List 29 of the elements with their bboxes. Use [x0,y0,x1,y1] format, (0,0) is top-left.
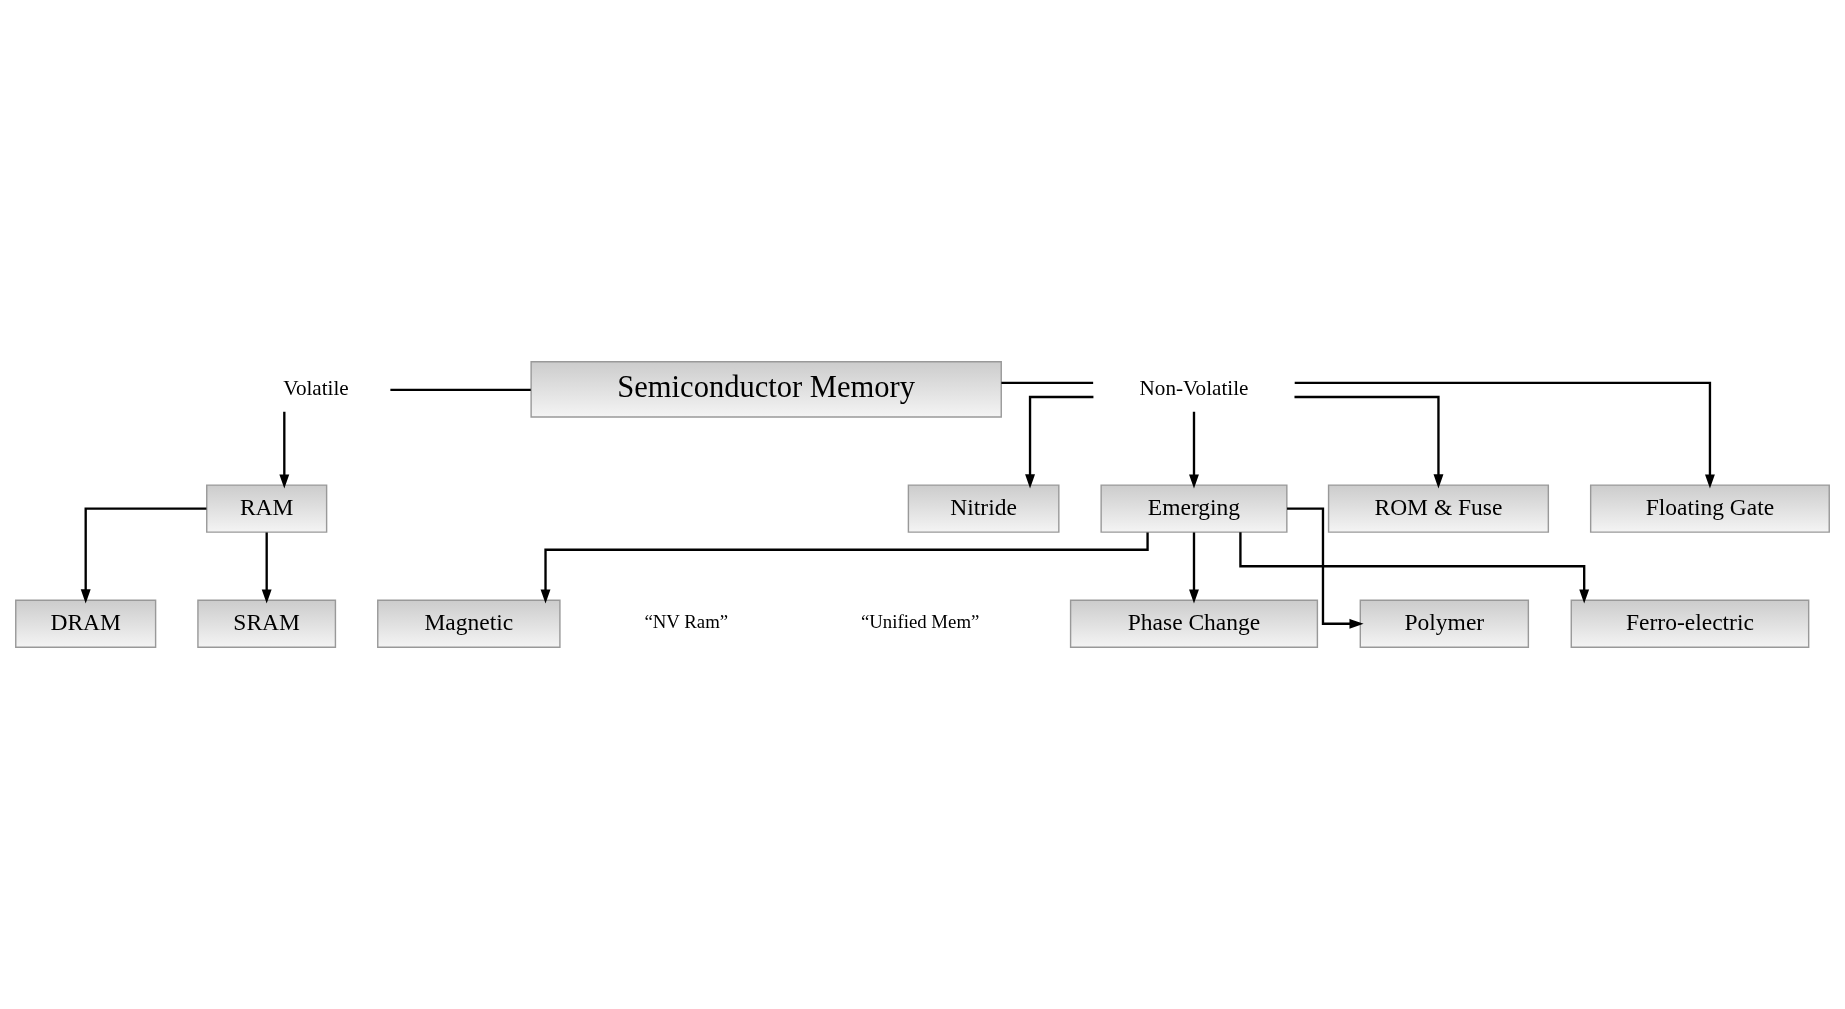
node-box: RAM [206,484,328,533]
arrow [261,532,272,604]
label: “Unified Mem” [860,611,980,633]
node-box: Emerging [1100,484,1288,533]
node-box: Nitride [907,484,1060,533]
arrow [80,507,207,604]
arrow [1189,532,1199,604]
node-box: Magnetic [377,599,561,648]
node-text: Volatile [283,375,349,400]
arrow [1287,507,1364,629]
node-box: DRAM [15,599,157,648]
arrow [1294,381,1715,489]
node-box: Polymer [1359,599,1530,648]
node-box: Phase Change [1069,599,1319,648]
node-box: SRAM [197,599,337,648]
arrow [1025,395,1094,489]
label: “NV Ram” [644,611,729,633]
arrow [1189,411,1199,489]
node-box: ROM & Fuse [1327,484,1550,533]
connector [390,388,531,392]
node-box: Semiconductor Memory [530,361,1002,418]
node-box: Floating Gate [1589,484,1830,533]
connector [1001,381,1094,385]
node-text: Non-Volatile [1139,375,1249,400]
arrow [540,532,1149,604]
arrow [279,411,290,489]
node-box: Ferro-electric [1570,599,1810,648]
arrow [1294,395,1444,489]
arrow [1239,532,1590,604]
